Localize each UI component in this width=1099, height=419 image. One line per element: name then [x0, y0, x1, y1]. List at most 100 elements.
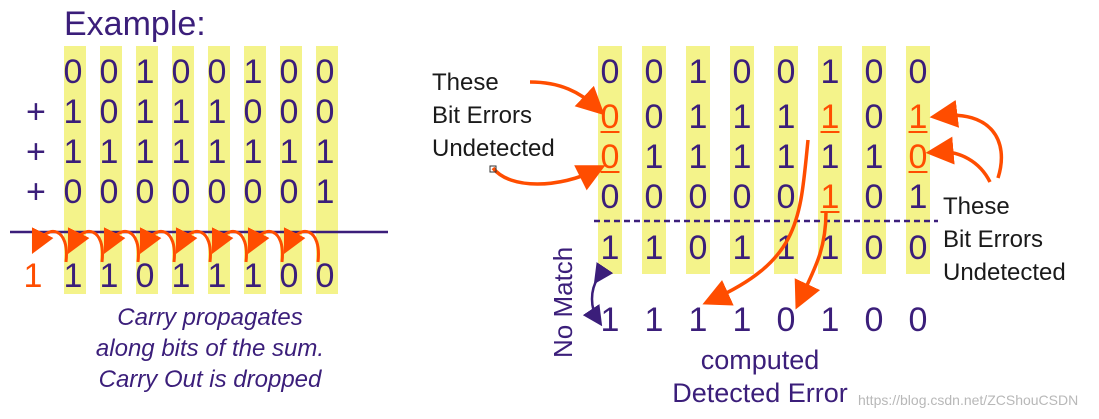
sum-digit: 0: [315, 257, 335, 295]
bit-digit: 1: [135, 53, 155, 91]
sum-digit: 1: [171, 257, 191, 295]
bit-digit: 1: [820, 53, 840, 91]
bit-digit: 0: [99, 173, 119, 211]
bit-digit: 0: [171, 173, 191, 211]
bit-digit: 0: [99, 93, 119, 131]
bit-digit: 1: [99, 133, 119, 171]
sum-digit: 1: [243, 257, 263, 295]
note-line: Undetected: [943, 259, 1066, 286]
computed-label: computed Detected Error: [640, 344, 880, 410]
bit-column-highlight: [598, 46, 622, 274]
bit-digit: 1: [207, 133, 227, 171]
bit-digit: 0: [776, 178, 796, 216]
bit-column-highlight: [686, 46, 710, 274]
note-line: These: [943, 193, 1010, 220]
bit-digit: 0: [600, 53, 620, 91]
bit-column-highlight: [818, 46, 842, 274]
checksum-digit: 0: [864, 229, 884, 267]
bit-digit: 1: [63, 93, 83, 131]
bit-digit: 1: [171, 133, 191, 171]
bit-digit: 0: [243, 173, 263, 211]
note-line: These: [432, 69, 499, 96]
bit-digit: 0: [63, 53, 83, 91]
computed-line: Detected Error: [672, 378, 848, 408]
bit-digit: 1: [820, 98, 840, 136]
bit-digit: 1: [776, 138, 796, 176]
bit-digit: 1: [908, 178, 928, 216]
error-flow-arrows: [702, 139, 828, 310]
computed-digit: 1: [732, 301, 752, 339]
caption-line: Carry Out is dropped: [98, 366, 322, 393]
bit-column-highlight: [642, 46, 666, 274]
checksum-digit: 1: [776, 229, 796, 267]
sum-digit: 1: [207, 257, 227, 295]
watermark: https://blog.csdn.net/ZCShouCSDN: [858, 392, 1079, 408]
bit-digit: 1: [732, 138, 752, 176]
left-undetected-note: These Bit Errors Undetected: [432, 66, 555, 165]
bit-digit: 0: [864, 53, 884, 91]
bit-digit: 0: [644, 98, 664, 136]
sum-digit: 1: [63, 257, 83, 295]
bit-digit: 0: [732, 178, 752, 216]
bit-digit: 1: [776, 98, 796, 136]
note-line: Undetected: [432, 135, 555, 162]
bit-digit: 1: [688, 98, 708, 136]
bit-digit: 1: [63, 133, 83, 171]
bit-digit: 0: [315, 53, 335, 91]
carry-caption: Carry propagates along bits of the sum. …: [20, 302, 400, 395]
bit-digit: 1: [820, 178, 840, 216]
bit-digit: 0: [171, 53, 191, 91]
left-note-arrows: [491, 80, 606, 191]
bit-digit: 1: [135, 93, 155, 131]
sum-digit: 1: [23, 257, 43, 295]
bit-digit: 1: [908, 98, 928, 136]
carry-arrows: [31, 227, 320, 263]
bit-digit: 1: [315, 173, 335, 211]
bit-column-highlight: [730, 46, 754, 274]
bit-digit: 0: [732, 53, 752, 91]
bit-digit: 0: [776, 53, 796, 91]
bit-digit: 1: [207, 93, 227, 131]
bit-digit: 1: [644, 138, 664, 176]
title: Example:: [64, 5, 206, 43]
bit-digit: 1: [688, 53, 708, 91]
sum-digit: 1: [99, 257, 119, 295]
plus-sign: +: [26, 133, 46, 171]
bit-digit: 1: [171, 93, 191, 131]
computed-digit: 1: [688, 301, 708, 339]
checksum-digit: 1: [600, 229, 620, 267]
bit-digit: 0: [63, 173, 83, 211]
bit-digit: 1: [279, 133, 299, 171]
note-line: Bit Errors: [432, 102, 533, 129]
bit-digit: 0: [207, 53, 227, 91]
bit-digit: 0: [908, 53, 928, 91]
bit-digit: 1: [820, 138, 840, 176]
bit-digit: 0: [243, 93, 263, 131]
checksum-digit: 1: [732, 229, 752, 267]
bit-digit: 1: [688, 138, 708, 176]
cursor-square: [489, 165, 497, 173]
bit-digit: 1: [135, 133, 155, 171]
bit-digit: 0: [864, 98, 884, 136]
bit-digit: 1: [315, 133, 335, 171]
bit-digit: 0: [315, 93, 335, 131]
computed-digit: 0: [776, 301, 796, 339]
caption-line: Carry propagates: [117, 304, 303, 331]
computed-digit: 0: [864, 301, 884, 339]
bit-digit: 1: [243, 133, 263, 171]
bit-digit: 1: [864, 138, 884, 176]
checksum-digit: 0: [688, 229, 708, 267]
bit-digit: 0: [99, 53, 119, 91]
bit-digit: 0: [135, 173, 155, 211]
bit-digit: 0: [279, 173, 299, 211]
right-note-arrows: [925, 100, 1004, 183]
bit-digit: 1: [243, 53, 263, 91]
computed-digit: 1: [820, 301, 840, 339]
bit-digit: 0: [908, 138, 928, 176]
bit-digit: 0: [207, 173, 227, 211]
plus-sign: +: [26, 173, 46, 211]
caption-line: along bits of the sum.: [95, 335, 325, 362]
plus-sign: +: [26, 93, 46, 131]
no-match-arrow: [582, 262, 614, 327]
